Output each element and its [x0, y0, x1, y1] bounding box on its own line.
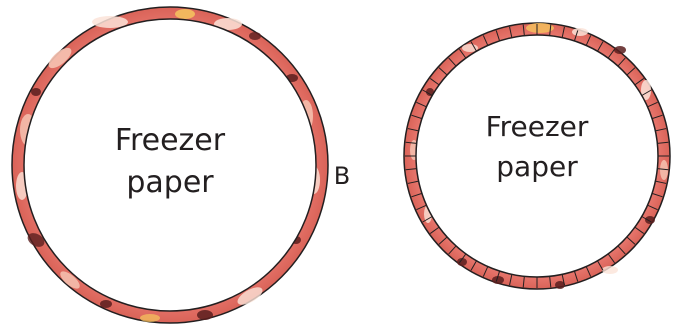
clip-mark: [647, 101, 658, 108]
clip-mark: [597, 41, 604, 52]
left-freezer-paper: [23, 18, 317, 312]
clip-mark: [634, 226, 645, 234]
clip-mark: [573, 270, 579, 282]
clip-mark: [459, 253, 467, 264]
left-fabric-circle: Freezer paper: [11, 6, 329, 324]
clip-mark: [561, 26, 565, 38]
right-fabric-circle: Freezer paper: [403, 22, 671, 290]
right-paper-label-line2: paper: [496, 150, 578, 183]
clip-mark: [416, 101, 427, 108]
clip-mark: [549, 24, 552, 36]
clip-mark: [411, 192, 423, 198]
clip-mark: [416, 204, 427, 211]
clip-mark: [626, 67, 636, 76]
clip-mark: [634, 78, 645, 86]
right-clip-marks: [405, 24, 669, 288]
clip-mark: [495, 30, 501, 42]
clip-mark: [448, 245, 457, 255]
clip-mark: [585, 266, 592, 277]
callout-letter-b: B: [334, 162, 350, 190]
clip-mark: [459, 48, 467, 59]
clip-mark: [651, 114, 663, 120]
clip-mark: [405, 141, 417, 144]
clip-mark: [407, 180, 419, 184]
clip-mark: [495, 270, 501, 282]
clip-mark: [422, 216, 433, 223]
clip-mark: [429, 78, 440, 86]
left-paper-label-line1: Freezer: [115, 123, 226, 158]
clip-mark: [549, 276, 552, 288]
left-paper-label-line2: paper: [126, 165, 214, 200]
clip-mark: [585, 35, 592, 46]
clip-mark: [438, 67, 448, 76]
clip-mark: [641, 216, 652, 223]
right-freezer-paper: [415, 34, 659, 278]
clip-mark: [411, 114, 423, 120]
clip-mark: [626, 236, 636, 245]
right-paper-label-line1: Freezer: [486, 110, 589, 143]
clip-mark: [617, 57, 626, 67]
clip-mark: [509, 274, 513, 286]
clip-mark: [522, 276, 525, 288]
clip-mark: [470, 260, 477, 271]
clip-mark: [641, 89, 652, 96]
clip-mark: [448, 57, 457, 67]
clip-mark: [617, 245, 626, 255]
clip-mark: [438, 236, 448, 245]
clip-mark: [607, 253, 615, 264]
clip-mark: [607, 48, 615, 59]
clip-mark: [482, 35, 489, 46]
clip-mark: [657, 168, 669, 171]
clip-mark: [655, 180, 667, 184]
clip-mark: [657, 141, 669, 144]
clip-mark: [573, 30, 579, 42]
clip-mark: [655, 128, 667, 132]
clip-mark: [405, 168, 417, 171]
clip-mark: [470, 41, 477, 52]
clip-mark: [509, 26, 513, 38]
clip-mark: [407, 128, 419, 132]
clip-mark: [422, 89, 433, 96]
clip-mark: [647, 204, 658, 211]
clip-mark: [651, 192, 663, 198]
clip-mark: [482, 266, 489, 277]
clip-mark: [522, 24, 525, 36]
clip-mark: [597, 260, 604, 271]
clip-mark: [429, 226, 440, 234]
clip-mark: [561, 274, 565, 286]
